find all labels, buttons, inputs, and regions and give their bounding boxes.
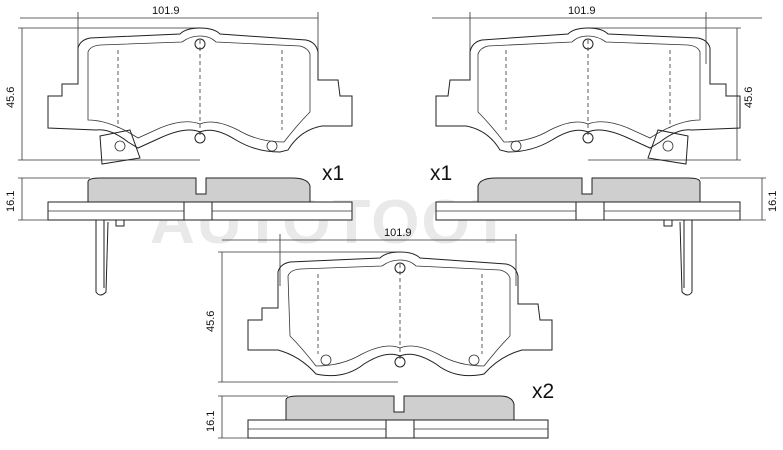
pad-view-bottom: 101.9 45.6 x2 bbox=[205, 227, 554, 439]
height-dimension: 45.6 bbox=[5, 27, 200, 161]
pad-profile bbox=[47, 177, 353, 296]
pad-view-top-left: 101.9 45.6 x1 bbox=[5, 5, 353, 296]
pad-face bbox=[47, 27, 353, 165]
width-dimension: 101.9 bbox=[432, 5, 762, 64]
height-dimension: 45.6 bbox=[588, 27, 755, 161]
height-label: 45.6 bbox=[743, 87, 755, 108]
pad-view-top-right: 101.9 45.6 x1 bbox=[430, 5, 779, 296]
pad-face bbox=[247, 251, 553, 377]
pad-face bbox=[435, 27, 741, 165]
quantity-label: x1 bbox=[430, 162, 452, 185]
thickness-dimension: 16.1 bbox=[205, 395, 288, 439]
thickness-label: 16.1 bbox=[5, 191, 17, 212]
width-label: 101.9 bbox=[384, 227, 412, 239]
thickness-label: 16.1 bbox=[205, 411, 217, 432]
width-label: 101.9 bbox=[152, 5, 180, 17]
quantity-label: x1 bbox=[322, 162, 344, 185]
thickness-dimension: 16.1 bbox=[5, 177, 90, 221]
width-dimension: 101.9 bbox=[20, 5, 319, 64]
pad-profile bbox=[247, 395, 549, 439]
height-label: 45.6 bbox=[5, 87, 17, 108]
quantity-label: x2 bbox=[532, 380, 554, 403]
thickness-label: 16.1 bbox=[767, 191, 779, 212]
thickness-dimension: 16.1 bbox=[700, 177, 779, 221]
width-dimension: 101.9 bbox=[222, 227, 517, 286]
pad-profile bbox=[435, 177, 741, 296]
width-label: 101.9 bbox=[568, 5, 596, 17]
height-label: 45.6 bbox=[205, 311, 217, 332]
height-dimension: 45.6 bbox=[205, 251, 398, 383]
